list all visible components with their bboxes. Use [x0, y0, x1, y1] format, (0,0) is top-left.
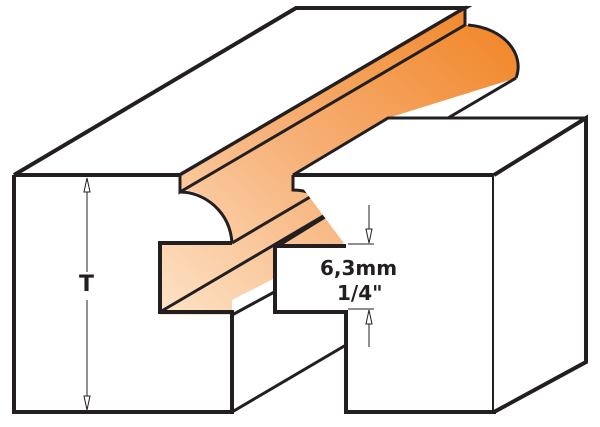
depth-metric-label: 6,3mm	[320, 256, 398, 280]
thickness-label: T	[79, 272, 95, 297]
left-block-front	[12, 173, 234, 414]
depth-imperial-label: 1/4"	[337, 281, 383, 305]
depth-dimension	[348, 205, 374, 347]
thickness-dimension	[83, 177, 91, 411]
profile-top	[160, 8, 518, 315]
